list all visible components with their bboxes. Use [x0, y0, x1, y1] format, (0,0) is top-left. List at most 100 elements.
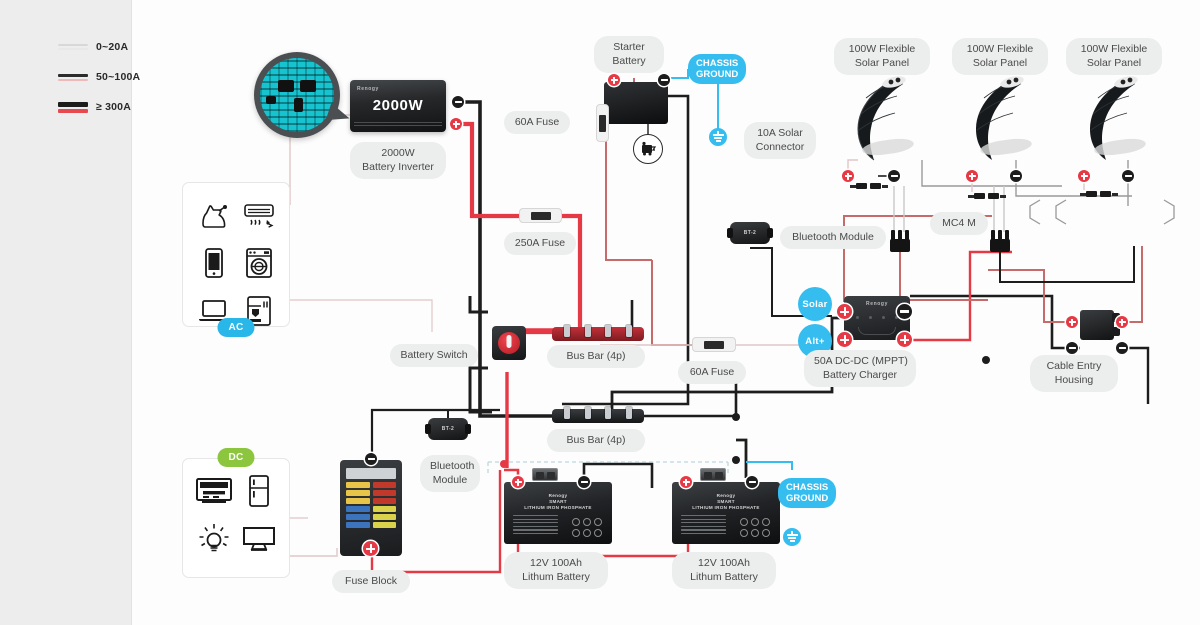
mppt-alternator-positive-terminal [837, 332, 852, 347]
outlet-socket-d [266, 96, 276, 104]
battery-1-positive-terminal [512, 476, 524, 488]
legend-label-medium: 50~100A [96, 71, 141, 83]
fuse-250a-label: 250A Fuse [504, 232, 576, 255]
inverter-negative-terminal [452, 96, 464, 108]
inverter-outlet-closeup [260, 58, 334, 132]
solar-panel-2-negative-terminal [1010, 170, 1022, 182]
bluetooth-module-mppt-label: Bluetooth Module [780, 226, 886, 249]
battery-switch-device[interactable] [492, 326, 526, 360]
refrigerator-icon [240, 472, 277, 510]
battery-positive-junction-node [500, 460, 508, 468]
legend-item-medium: 50~100A [58, 66, 140, 88]
fuse-60a-starter-device [596, 104, 609, 142]
cable-entry-positive-left-terminal [1066, 316, 1078, 328]
current-legend: 0~20A 50~100A ≥ 300A [58, 36, 140, 126]
bluetooth-module-dc-text: BT-2 [441, 426, 455, 432]
solar-panel-3-negative-terminal [1122, 170, 1134, 182]
lithium-battery-1-device: Renogy SMART LITHIUM IRON PHOSPHATE [504, 482, 612, 544]
lithium-battery-2-device: Renogy SMART LITHIUM IRON PHOSPHATE [672, 482, 780, 544]
mppt-negative-terminal [897, 304, 912, 319]
bus-bar-positive-label: Bus Bar (4p) [547, 345, 645, 368]
alternator-icon [633, 134, 663, 164]
light-bulb-icon [195, 520, 232, 558]
battery-switch-knob[interactable] [498, 332, 520, 354]
battery-2-terminal-cover [700, 468, 726, 481]
mppt-brand: Renogy [866, 301, 888, 307]
inverter-magnifier-callout [254, 52, 340, 138]
legend-swatch-thin-icon [58, 44, 88, 50]
inverter-brand: Renogy [357, 86, 379, 92]
kettle-icon [195, 196, 232, 234]
legend-item-thin: 0~20A [58, 36, 140, 58]
chassis-ground-starter-badge: CHASSIS GROUND [688, 54, 746, 84]
starter-battery-positive-terminal [608, 74, 620, 86]
bus-bar-negative-label: Bus Bar (4p) [547, 429, 645, 452]
battery-1-terminal-cover [532, 468, 558, 481]
cable-entry-housing-device [1080, 310, 1120, 340]
bluetooth-module-mppt-text: BT-2 [743, 230, 757, 236]
chassis-ground-battery-icon [783, 528, 801, 546]
solar-panel-3-label: 100W Flexible Solar Panel [1066, 38, 1162, 75]
fuse-60a-dcdc-label: 60A Fuse [678, 361, 746, 384]
mppt-battery-positive-terminal [897, 332, 912, 347]
bluetooth-module-dc-label: Bluetooth Module [420, 455, 480, 492]
battery-2-label: 12V 100Ah Lithum Battery [672, 552, 776, 589]
solar-panel-2-label: 100W Flexible Solar Panel [952, 38, 1048, 75]
chassis-ground-battery-badge: CHASSIS GROUND [778, 478, 836, 508]
mppt-solar-positive-terminal [837, 304, 852, 319]
negative-bus-junction-node [732, 413, 740, 421]
legend-swatch-medium-icon [58, 73, 88, 81]
fuse-60a-starter-label: 60A Fuse [504, 111, 570, 134]
inverter-label: 2000W Battery Inverter [350, 142, 446, 179]
ac-badge: AC [217, 318, 255, 337]
battery-negative-junction-node [732, 456, 740, 464]
starter-battery-label: Starter Battery [594, 36, 664, 73]
bus-bar-negative-device [552, 407, 644, 423]
dcdc-charger-label: 50A DC-DC (MPPT) Battery Charger [804, 350, 916, 387]
fuse-block-label: Fuse Block [332, 570, 410, 593]
mc4-male-label: MC4 M [930, 212, 988, 235]
starter-battery-negative-terminal [658, 74, 670, 86]
fuse-block-positive-terminal [363, 541, 378, 556]
ac-icon-grid [183, 183, 289, 343]
bluetooth-module-mppt-device: BT-2 [727, 222, 773, 244]
outlet-socket-b [300, 80, 316, 92]
starter-battery-device [604, 82, 668, 124]
solar-input-badge: Solar [798, 287, 832, 321]
inverter-positive-terminal [450, 118, 462, 130]
cable-entry-negative-right-terminal [1116, 342, 1128, 354]
battery-2-negative-terminal [746, 476, 758, 488]
mc4-male-branch-2-icon [990, 230, 1010, 254]
magnifier-pointer-icon [325, 103, 353, 127]
television-icon [240, 520, 277, 558]
battery-2-positive-terminal [680, 476, 692, 488]
legend-sidebar: 0~20A 50~100A ≥ 300A [0, 0, 140, 625]
battery-1-label: 12V 100Ah Lithum Battery [504, 552, 608, 589]
inverter-face-text: 2000W [372, 97, 424, 114]
smartphone-icon [195, 244, 232, 282]
battery-1-negative-terminal [578, 476, 590, 488]
legend-label-thin: 0~20A [96, 41, 129, 53]
bluetooth-module-dc-device: BT-2 [425, 418, 471, 440]
solar-panel-1-positive-terminal [842, 170, 854, 182]
solar-panel-2-positive-terminal [966, 170, 978, 182]
solar-connector-label: 10A Solar Connector [744, 122, 816, 159]
solar-panel-1-label: 100W Flexible Solar Panel [834, 38, 930, 75]
legend-item-thick: ≥ 300A [58, 96, 140, 118]
negative-run-junction-node [982, 356, 990, 364]
legend-label-thick: ≥ 300A [96, 101, 131, 113]
dc-load-panel: DC [182, 448, 290, 578]
solar-panel-3-positive-terminal [1078, 170, 1090, 182]
solar-panel-3-graphic [1078, 72, 1150, 164]
solar-panel-2-graphic [964, 72, 1036, 164]
cable-entry-negative-left-terminal [1066, 342, 1078, 354]
bus-bar-positive-device [552, 325, 644, 341]
stereo-icon [195, 472, 232, 510]
washing-machine-icon [240, 244, 277, 282]
dc-badge: DC [217, 448, 255, 467]
outlet-socket-a [278, 80, 294, 92]
fuse-250a-device [519, 208, 562, 223]
coffee-maker-icon [240, 292, 277, 330]
battery-inverter-device: Renogy 2000W [350, 80, 446, 132]
